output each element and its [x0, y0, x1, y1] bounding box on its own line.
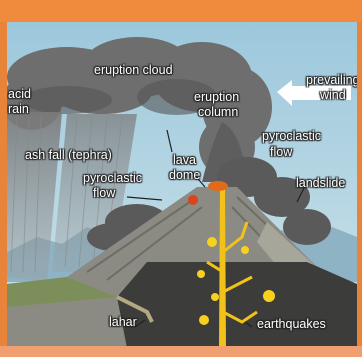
earthquake-burst-icon	[241, 246, 249, 254]
label-landslide: landslide	[296, 177, 345, 190]
bottom-border	[0, 346, 362, 357]
label-pyroclastic-flow-right-line2: flow	[270, 146, 292, 159]
label-prevailing-wind-line1: prevailing	[306, 74, 357, 87]
label-acid-rain-line1: acid	[8, 88, 31, 101]
label-ash-fall: ash fall (tephra)	[25, 149, 112, 162]
earthquake-burst-icon	[199, 315, 209, 325]
label-eruption-column-line2: column	[198, 106, 238, 119]
lava-dome-shape	[208, 181, 228, 191]
label-eruption-column-line1: eruption	[194, 91, 239, 104]
label-pyroclastic-flow-left-line2: flow	[93, 187, 115, 200]
volcano-diagram: eruption cloud prevailing wind acid rain…	[7, 22, 357, 348]
magma-conduit	[219, 187, 226, 348]
earthquake-burst-icon	[197, 270, 205, 278]
label-pyroclastic-flow-right-line1: pyroclastic	[262, 130, 321, 143]
label-lava-dome-line1: lava	[173, 154, 196, 167]
top-border	[0, 0, 362, 22]
label-lava-dome-line2: dome	[169, 169, 200, 182]
label-lahar: lahar	[109, 316, 137, 329]
earthquake-burst-icon	[207, 237, 217, 247]
label-prevailing-wind-line2: wind	[320, 89, 346, 102]
earthquake-burst-icon	[211, 293, 219, 301]
earthquake-burst-icon	[263, 290, 275, 302]
underground-crust	[117, 262, 357, 348]
label-eruption-cloud: eruption cloud	[94, 64, 173, 77]
lava-bomb	[188, 195, 198, 205]
label-pyroclastic-flow-left-line1: pyroclastic	[83, 172, 142, 185]
label-earthquakes: earthquakes	[257, 318, 326, 331]
label-acid-rain-line2: rain	[8, 103, 29, 116]
